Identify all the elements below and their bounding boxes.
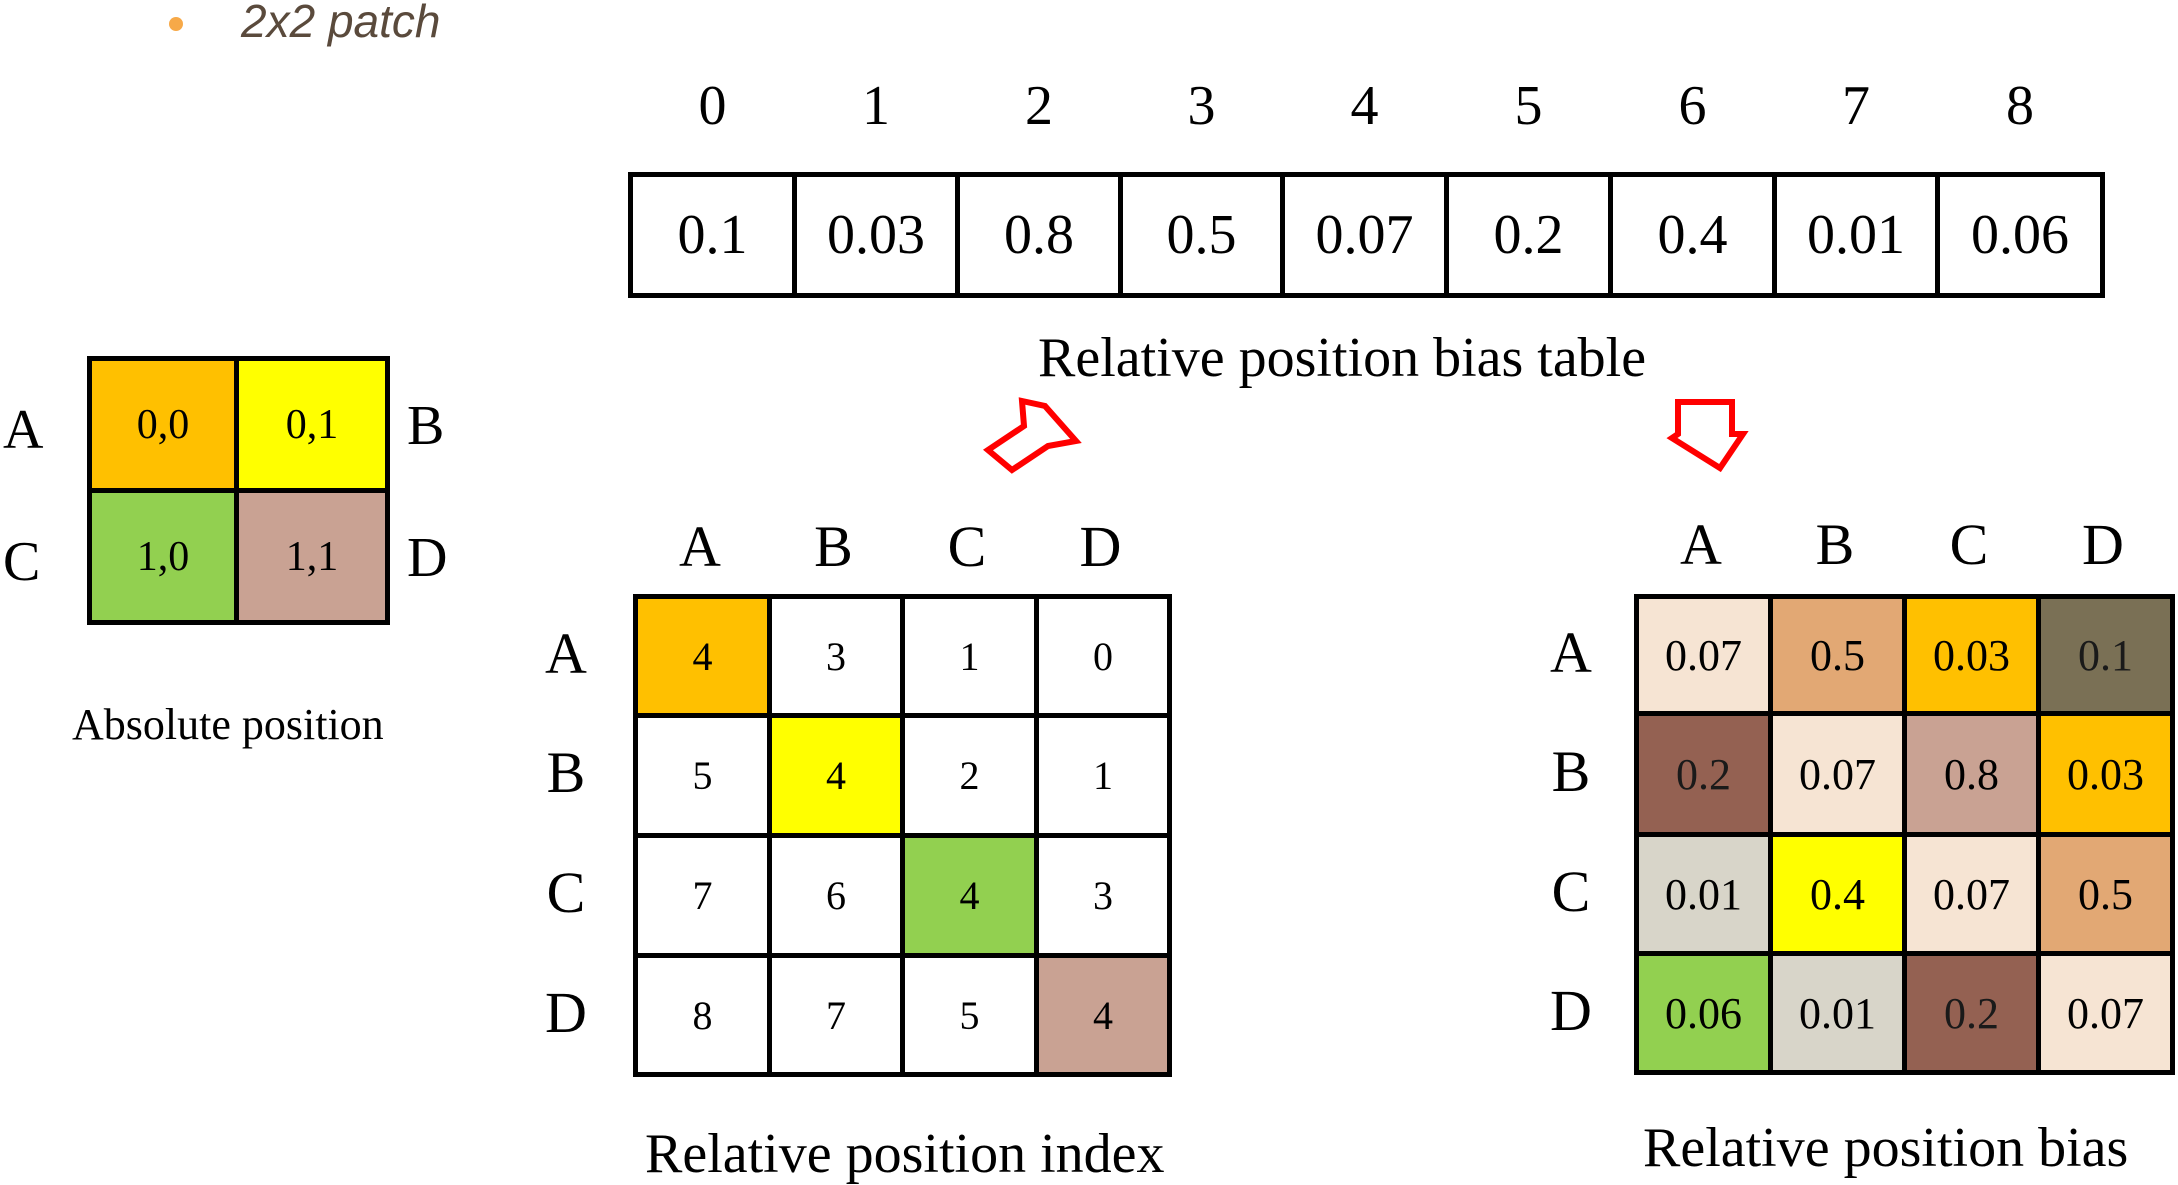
matrix-cell: 0.07: [1768, 711, 1907, 837]
bias-table-cell: 0.4: [1608, 172, 1777, 298]
absolute-position-caption: Absolute position: [72, 700, 384, 749]
abs-row-label-b: B: [407, 395, 445, 457]
down-right-arrow-icon: [1666, 399, 1749, 473]
bias-table-index: 7: [1842, 75, 1870, 137]
bias-table-cell: 0.06: [1935, 172, 2105, 298]
matrix-cell: 0.03: [1902, 594, 2041, 716]
matrix-cell: 3: [1034, 833, 1172, 958]
matrix-cell: 0.1: [2036, 594, 2175, 716]
abs-row-label-a: A: [3, 399, 44, 461]
absolute-cell: 0,1: [234, 356, 390, 493]
bias-table-caption: Relative position bias table: [1038, 327, 1647, 389]
up-right-arrow-icon: [982, 397, 1082, 474]
bias-table-index: 3: [1187, 75, 1216, 137]
matrix-cell: 0.03: [2036, 711, 2175, 837]
matrix-cell: 0.01: [1768, 951, 1907, 1075]
matrix-cell: 4: [633, 594, 772, 718]
bullet-title: 2x2 patch: [241, 0, 441, 47]
matrix-cell: 6: [767, 833, 905, 958]
matrix-cell: 0: [1034, 594, 1172, 718]
matrix-row-label: A: [1550, 619, 1592, 685]
matrix-cell: 8: [633, 953, 772, 1077]
matrix-column-label: A: [1680, 512, 1722, 577]
matrix-column-label: D: [2082, 512, 2124, 577]
bias-table-index: 0: [698, 75, 727, 137]
matrix-cell: 0.01: [1634, 832, 1773, 956]
bias-table-index: 1: [862, 75, 890, 137]
matrix-column-label: B: [1815, 512, 1855, 577]
matrix-cell: 0.5: [2036, 832, 2175, 956]
matrix-cell: 0.5: [1768, 594, 1907, 716]
relative-bias-caption: Relative position bias: [1643, 1117, 2129, 1179]
matrix-cell: 2: [900, 713, 1039, 838]
matrix-cell: 1: [1034, 713, 1172, 838]
matrix-cell: 3: [767, 594, 905, 718]
matrix-cell: 0.06: [1634, 951, 1773, 1075]
matrix-row-label: C: [546, 860, 586, 925]
absolute-cell: 1,1: [234, 488, 390, 625]
matrix-cell: 4: [1034, 953, 1172, 1077]
matrix-cell: 0.07: [2036, 951, 2175, 1075]
matrix-row-label: B: [546, 740, 586, 805]
bias-table-index: 2: [1025, 75, 1053, 137]
absolute-cell: 1,0: [87, 488, 239, 625]
bias-table-cell: 0.07: [1280, 172, 1449, 298]
matrix-row-label: C: [1551, 858, 1591, 924]
bias-table-index: 8: [2006, 75, 2034, 137]
matrix-row-label: B: [1551, 738, 1591, 804]
matrix-cell: 5: [900, 953, 1039, 1077]
matrix-cell: 7: [767, 953, 905, 1077]
bias-table-index: 4: [1350, 75, 1379, 137]
matrix-cell: 0.8: [1902, 711, 2041, 837]
matrix-cell: 0.2: [1634, 711, 1773, 837]
bias-table-cell: 0.2: [1444, 172, 1613, 298]
matrix-cell: 0.07: [1902, 832, 2041, 956]
matrix-cell: 0.4: [1768, 832, 1907, 956]
bias-table-cell: 0.8: [955, 172, 1123, 298]
matrix-row-label: D: [1550, 977, 1592, 1043]
matrix-column-label: B: [814, 514, 853, 579]
bias-table-cell: 0.01: [1772, 172, 1940, 298]
matrix-column-label: D: [1079, 514, 1122, 579]
bias-table-index: 6: [1678, 75, 1707, 137]
matrix-cell: 4: [900, 833, 1039, 958]
abs-row-label-c: C: [3, 531, 41, 593]
abs-row-label-d: D: [407, 527, 448, 589]
matrix-cell: 5: [633, 713, 772, 838]
matrix-cell: 0.2: [1902, 951, 2041, 1075]
matrix-row-label: A: [545, 620, 587, 686]
bias-table-cell: 0.5: [1118, 172, 1285, 298]
matrix-row-label: D: [545, 979, 587, 1045]
bias-table-index: 5: [1514, 75, 1543, 137]
matrix-cell: 1: [900, 594, 1039, 718]
matrix-column-label: C: [1949, 512, 1989, 577]
bias-table-cell: 0.03: [792, 172, 960, 298]
bias-table-cell: 0.1: [628, 172, 797, 298]
matrix-cell: 0.07: [1634, 594, 1773, 716]
relative-index-caption: Relative position index: [645, 1123, 1165, 1185]
bullet-dot-icon: [169, 17, 183, 31]
matrix-column-label: C: [947, 514, 987, 579]
matrix-column-label: A: [679, 514, 721, 579]
matrix-cell: 4: [767, 713, 905, 838]
matrix-cell: 7: [633, 833, 772, 958]
absolute-cell: 0,0: [87, 356, 239, 493]
